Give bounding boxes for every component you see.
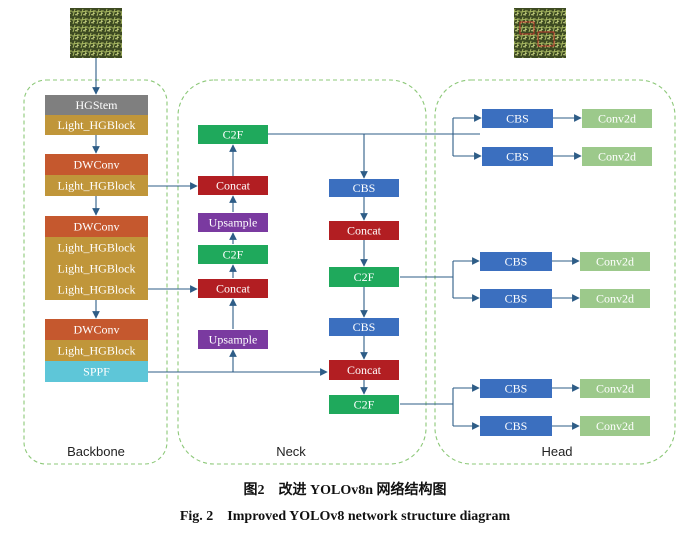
head-conv2d-2 [582,147,652,166]
neck-c2f-1-label: C2F [223,128,244,142]
caption-english: Fig. 2 Improved YOLOv8 network structure… [180,509,511,524]
light-hgblock-3-label: Light_HGBlock [58,241,136,255]
dwconv-block-2-label: DWConv [74,220,120,234]
head-conv2d-1 [582,109,652,128]
hgstem-label: HGStem [76,98,119,112]
output-image-box-1 [519,21,535,35]
head-cbs-6 [480,416,552,436]
dwconv-block-1 [45,154,148,175]
head-cbs-2-label: CBS [506,150,529,164]
neck-title: Neck [276,444,306,459]
light-hgblock-1 [45,115,148,135]
dwconv-block-2 [45,216,148,237]
head-cbs-6-label: CBS [505,419,528,433]
light-hgblock-3 [45,237,148,258]
neck-concat-4-label: Concat [347,363,382,377]
head-cbs-3 [480,252,552,271]
neck-blocks: C2F Concat Upsample C2F Concat Upsample … [198,125,399,414]
light-hgblock-4-label: Light_HGBlock [58,262,136,276]
head-cbs-4-label: CBS [505,292,528,306]
light-hgblock-5 [45,279,148,300]
head-cbs-5-label: CBS [505,382,528,396]
backbone-blocks: HGStem Light_HGBlock DWConv Light_HGBloc… [45,95,148,382]
neck-c2f-2-label: C2F [223,248,244,262]
input-image [70,8,122,58]
neck-concat-2 [198,279,268,298]
backbone-title: Backbone [67,444,125,459]
neck-concat-3 [329,221,399,240]
dwconv-block-3-label: DWConv [74,323,120,337]
head-conv2d-4 [580,289,650,308]
neck-cbs-2 [329,318,399,336]
dwconv-block-1-label: DWConv [74,158,120,172]
head-title: Head [541,444,572,459]
neck-container [177,79,427,465]
sppf-block [45,361,148,382]
light-hgblock-2-label: Light_HGBlock [58,179,136,193]
connectors [92,58,582,430]
neck-c2f-2 [198,245,268,264]
neck-cbs-1-label: CBS [353,181,376,195]
neck-cbs-1 [329,179,399,197]
neck-upsample-1-label: Upsample [209,216,258,230]
head-cbs-5 [480,379,552,398]
head-cbs-2 [482,147,553,166]
light-hgblock-1-label: Light_HGBlock [58,118,136,132]
head-container [434,79,676,465]
light-hgblock-5-label: Light_HGBlock [58,283,136,297]
head-cbs-3-label: CBS [505,255,528,269]
head-conv2d-5 [580,379,650,398]
head-conv2d-6-label: Conv2d [596,419,634,433]
neck-cbs-2-label: CBS [353,320,376,334]
neck-c2f-3 [329,267,399,287]
neck-c2f-4-label: C2F [354,398,375,412]
light-hgblock-2 [45,175,148,196]
neck-c2f-1 [198,125,268,144]
neck-concat-1-label: Concat [216,179,251,193]
neck-concat-2-label: Concat [216,282,251,296]
head-cbs-4 [480,289,552,308]
head-conv2d-6 [580,416,650,436]
light-hgblock-4 [45,258,148,279]
head-conv2d-5-label: Conv2d [596,382,634,396]
head-conv2d-2-label: Conv2d [598,150,636,164]
light-hgblock-6-label: Light_HGBlock [58,344,136,358]
head-blocks: CBS Conv2d CBS Conv2d CBS Conv2d CBS Con… [480,109,652,436]
dwconv-block-3 [45,319,148,340]
caption-chinese: 图2 改进 YOLOv8n 网络结构图 [243,481,446,498]
output-image-box-2 [537,31,555,47]
neck-upsample-1 [198,213,268,232]
head-conv2d-3-label: Conv2d [596,255,634,269]
neck-c2f-4 [329,395,399,414]
head-cbs-1-label: CBS [506,112,529,126]
head-conv2d-3 [580,252,650,271]
neck-upsample-2 [198,330,268,349]
neck-concat-4 [329,360,399,380]
neck-c2f-3-label: C2F [354,270,375,284]
hgstem-block [45,95,148,115]
neck-concat-1 [198,176,268,195]
sppf-block-label: SPPF [83,365,110,379]
light-hgblock-6 [45,340,148,361]
output-image [514,8,566,58]
head-cbs-1 [482,109,553,128]
neck-upsample-2-label: Upsample [209,333,258,347]
head-conv2d-1-label: Conv2d [598,112,636,126]
neck-concat-3-label: Concat [347,224,382,238]
head-conv2d-4-label: Conv2d [596,292,634,306]
